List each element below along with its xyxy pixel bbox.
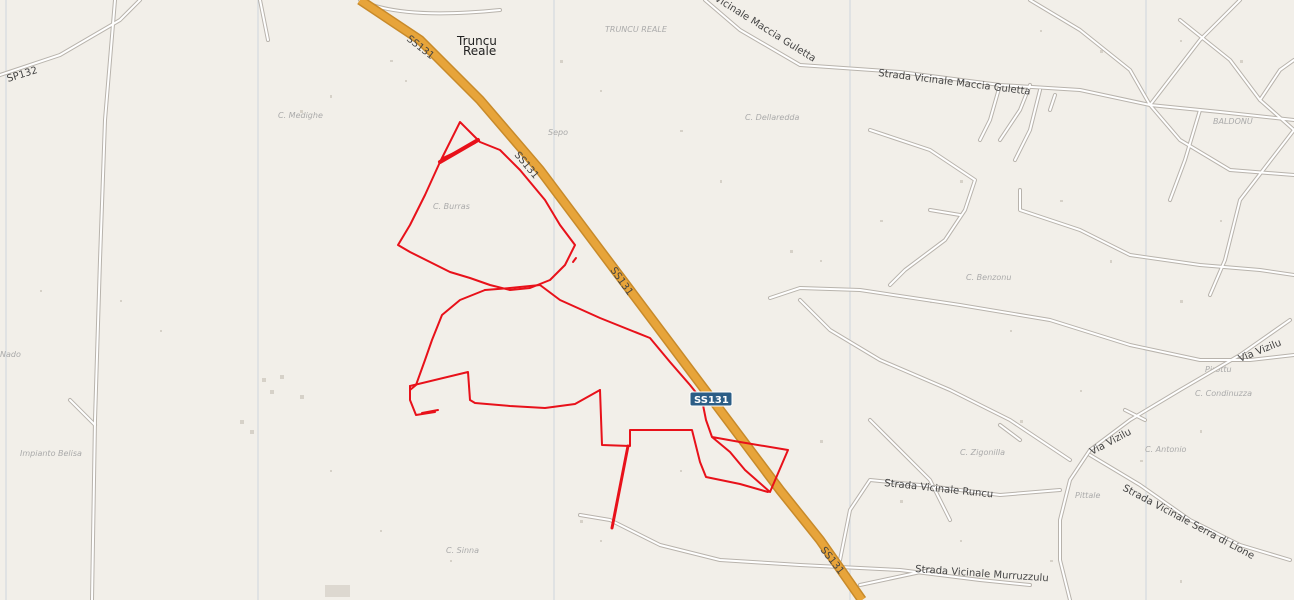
building-dots bbox=[40, 30, 1243, 597]
svg-text:Sepo: Sepo bbox=[548, 128, 568, 137]
svg-text:C. Benzonu: C. Benzonu bbox=[966, 273, 1011, 282]
svg-text:C. Burras: C. Burras bbox=[433, 202, 470, 211]
svg-text:C. Medighe: C. Medighe bbox=[278, 111, 323, 120]
svg-text:SS131: SS131 bbox=[694, 395, 729, 406]
place-label-reale: Reale bbox=[463, 44, 496, 58]
svg-text:Impianto Belisa: Impianto Belisa bbox=[20, 449, 82, 458]
svg-text:C. Condinuzza: C. Condinuzza bbox=[1195, 389, 1252, 398]
road-label-maccia-guletta-a: Vicinale Maccia Guletta bbox=[712, 0, 817, 65]
svg-text:Pittale: Pittale bbox=[1075, 491, 1100, 500]
svg-text:BALDONU: BALDONU bbox=[1213, 117, 1253, 126]
svg-text:C. Antonio: C. Antonio bbox=[1145, 445, 1187, 454]
overlay-route[interactable] bbox=[397, 121, 789, 530]
road-label-maccia-guletta-b: Strada Vicinale Maccia Guletta bbox=[878, 68, 1031, 98]
svg-text:C. Zigonilla: C. Zigonilla bbox=[960, 448, 1005, 457]
svg-text:C. Dellaredda: C. Dellaredda bbox=[745, 113, 799, 122]
svg-text:TRUNCU REALE: TRUNCU REALE bbox=[605, 25, 668, 34]
road-label-via-vizilu-b: Via Vizilu bbox=[1088, 427, 1133, 458]
svg-text:Nado: Nado bbox=[0, 350, 21, 359]
road-shield-ss131: SS131 bbox=[689, 391, 733, 407]
road-label-serra-di-lione: Strada Vicinale Serra di Lione bbox=[1121, 483, 1256, 562]
highway-ss131[interactable] bbox=[357, 0, 867, 600]
svg-text:C. Sinna: C. Sinna bbox=[446, 546, 479, 555]
place-label-truncu: Truncu bbox=[456, 34, 497, 48]
